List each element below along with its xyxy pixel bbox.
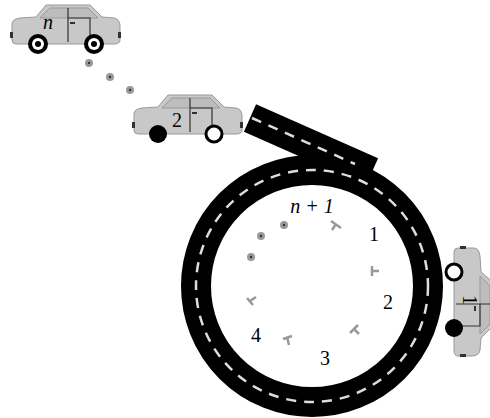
position-ticks [247,221,379,345]
position-number: 3 [320,348,330,368]
lane-marking [196,170,428,402]
car-number: 2 [172,110,182,130]
position-number: 1 [369,224,379,244]
ellipsis-dots [88,62,285,258]
car [445,246,490,357]
car-number: 1 [460,295,480,305]
car [132,95,243,143]
position-number: 2 [383,292,393,312]
ring-road [196,170,428,402]
position-number: n + 1 [290,196,334,216]
car [10,5,121,54]
ellipsis-dots [85,59,288,261]
lane-marking [252,118,355,164]
position-number: 4 [251,325,261,345]
car-number: n [43,12,53,32]
